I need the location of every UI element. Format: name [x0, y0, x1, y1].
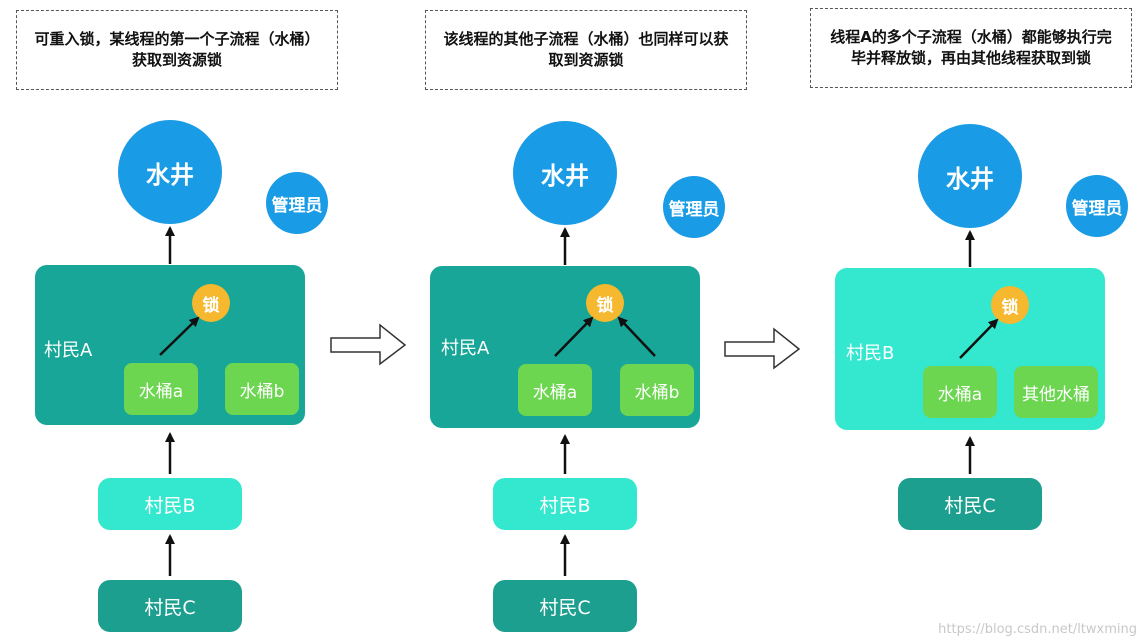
bucket-b: 水桶b [225, 363, 299, 415]
arrow-bucket-to-lock [959, 318, 999, 359]
villager-c-pill: 村民C [98, 580, 242, 632]
villager-a-label: 村民A [441, 338, 490, 359]
bucket-b: 水桶b [620, 364, 694, 416]
panel-3: 线程A的多个子流程（水桶）都能够执行完毕并释放锁，再由其他线程获取到锁 水井 管… [800, 0, 1143, 643]
villager-c-pill: 村民C [898, 478, 1042, 530]
arrow-bucket-a-to-lock [554, 316, 594, 357]
admin-circle: 管理员 [1066, 175, 1128, 237]
well-circle: 水井 [918, 124, 1022, 228]
watermark: https://blog.csdn.net/ltwxming [938, 622, 1137, 637]
lock-icon: 锁 [586, 284, 624, 322]
bucket-a: 水桶a [923, 366, 997, 418]
bucket-a: 水桶a [518, 364, 592, 416]
panel-2: 该线程的其他子流程（水桶）也同样可以获取到资源锁 水井 管理员 村民A 锁 水桶… [395, 0, 776, 643]
villager-a-label: 村民A [44, 340, 93, 361]
panel-2-arrows [554, 227, 656, 576]
arrow-bucket-b-to-lock [617, 316, 656, 357]
note-box: 可重入锁，某线程的第一个子流程（水桶）获取到资源锁 [16, 10, 338, 90]
villager-b-pill: 村民B [98, 478, 242, 530]
well-circle: 水井 [513, 121, 617, 225]
admin-circle: 管理员 [266, 172, 328, 234]
villager-b-pill: 村民B [493, 478, 637, 530]
panel-1: 可重入锁，某线程的第一个子流程（水桶）获取到资源锁 水井 管理员 村民A 锁 水… [0, 0, 381, 643]
lock-icon: 锁 [192, 284, 230, 322]
admin-circle: 管理员 [663, 176, 725, 238]
villager-b-label: 村民B [846, 343, 895, 364]
lock-icon: 锁 [991, 286, 1029, 324]
arrow-bucket-to-lock [159, 316, 200, 356]
villager-c-pill: 村民C [493, 580, 637, 632]
note-box: 线程A的多个子流程（水桶）都能够执行完毕并释放锁，再由其他线程获取到锁 [810, 8, 1132, 88]
panel-1-arrows [159, 226, 200, 576]
note-box: 该线程的其他子流程（水桶）也同样可以获取到资源锁 [425, 10, 747, 90]
bucket-a: 水桶a [124, 363, 198, 415]
well-circle: 水井 [118, 120, 222, 224]
panel-3-arrows [959, 230, 999, 474]
other-buckets: 其他水桶 [1014, 366, 1098, 418]
